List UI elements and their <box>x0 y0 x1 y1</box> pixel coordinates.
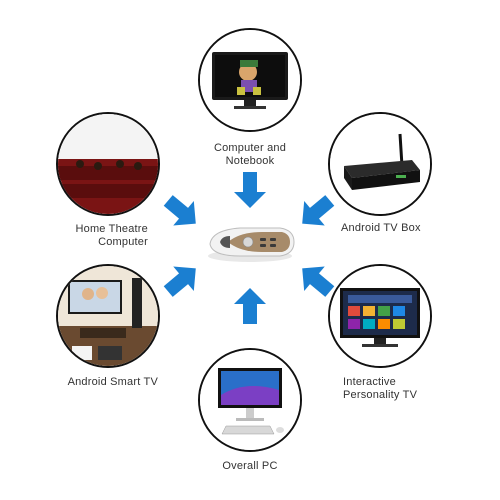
desktop-pc-icon <box>200 350 300 450</box>
node-android-smart-tv <box>56 264 160 368</box>
label-interactive-tv: Interactive Personality TV <box>343 376 418 401</box>
label-home-theatre: Home Theatre Computer <box>75 223 148 248</box>
label-android-tv-box: Android TV Box <box>341 222 421 234</box>
arrow-up-left-icon <box>302 266 335 297</box>
tv-box-icon <box>330 114 430 214</box>
node-home-theatre <box>56 112 160 216</box>
arrow-up-icon <box>234 288 266 324</box>
arrow-up-right-icon <box>163 266 196 297</box>
arrow-down-right-icon <box>163 195 196 226</box>
center-remote <box>200 222 300 266</box>
arrow-down-left-icon <box>302 195 335 226</box>
cinema-seats-icon <box>58 114 158 214</box>
label-overall-pc: Overall PC <box>222 460 278 472</box>
node-interactive-tv <box>328 264 432 368</box>
node-computer-notebook <box>198 28 302 132</box>
label-android-smart-tv: Android Smart TV <box>67 376 158 388</box>
tv-apps-icon <box>330 266 430 366</box>
arrow-down-icon <box>234 172 266 208</box>
monitor-cartoon-icon <box>200 30 300 130</box>
node-android-tv-box <box>328 112 432 216</box>
air-mouse-remote-icon <box>208 227 295 262</box>
node-overall-pc <box>198 348 302 452</box>
living-room-tv-icon <box>58 266 158 366</box>
label-computer-notebook: Computer and Notebook <box>213 142 287 167</box>
